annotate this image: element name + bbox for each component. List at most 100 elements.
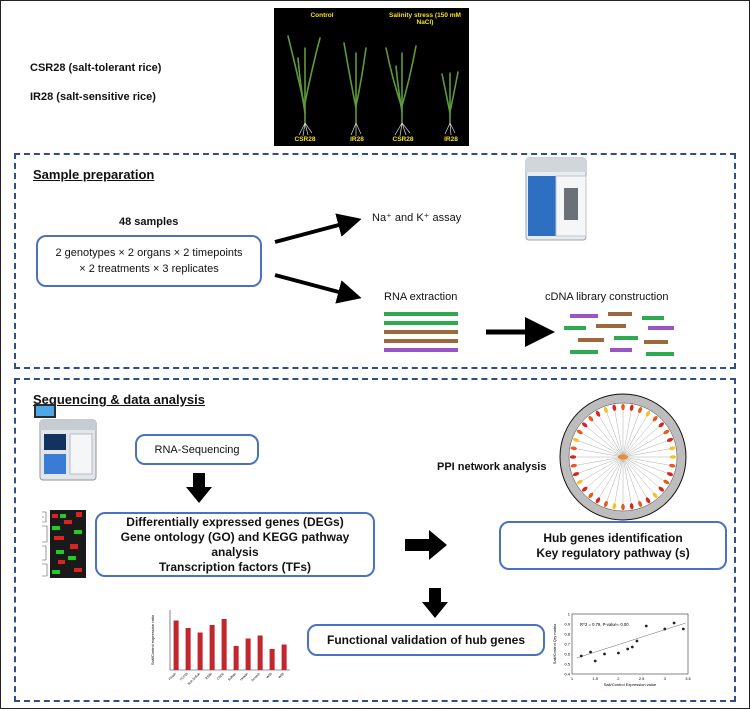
scatter-point: [635, 639, 639, 643]
ppi-edge: [614, 407, 624, 458]
bar: [221, 619, 227, 670]
bar-category-label: Sub ZnSub: [187, 672, 201, 686]
ppi-node: [570, 446, 577, 451]
ppi-edge: [622, 424, 662, 458]
scatter-frame: [571, 613, 689, 675]
ppi-edge: [622, 413, 649, 458]
scatter-x-tick: 1.5: [592, 676, 598, 681]
rna-strands-graphic: [384, 312, 458, 352]
ppi-edge: [573, 456, 624, 466]
ppi-node: [612, 503, 617, 510]
design-line-1: 2 genotypes × 2 organs × 2 timepoints: [55, 247, 243, 259]
ppi-edge: [579, 431, 624, 458]
ppi-node: [658, 486, 665, 492]
ppi-node: [645, 410, 651, 417]
scatter-y-label: Salt/Control Qry matrix: [552, 624, 557, 664]
na-k-assay-label: Na⁺ and K⁺ assay: [372, 212, 462, 224]
deg-analysis-box: Differentially expressed genes (DEGs) Ge…: [95, 512, 375, 577]
scatter-point: [603, 652, 606, 656]
ppi-node: [570, 463, 577, 468]
ppi-edge: [622, 456, 632, 507]
scatter-x-tick: 1: [571, 676, 574, 681]
cdna-fragments-graphic: [564, 312, 674, 356]
bar: [173, 620, 179, 670]
ppi-node: [669, 463, 676, 468]
ppi-node: [629, 503, 634, 510]
down-arrow-to-degs: [186, 473, 212, 503]
scatter-point: [630, 645, 634, 649]
bar: [233, 646, 239, 670]
ppi-edge: [622, 418, 656, 458]
rice-seedling-photo: Control Salinity stress (150 mM NaCl) CS…: [274, 8, 469, 146]
scatter-x-label: Salt/Control Expression value: [604, 682, 657, 687]
ppi-edge: [622, 456, 671, 475]
ppi-node: [572, 472, 580, 477]
scatter-point: [672, 621, 676, 625]
hub-genes-box: Hub genes identification Key regulatory …: [499, 521, 727, 570]
ppi-edge: [573, 448, 624, 458]
ppi-node: [621, 403, 625, 411]
ppi-node: [581, 422, 588, 428]
bar-category-label: Sulfate: [227, 672, 237, 682]
ppi-edge: [605, 409, 624, 458]
ppi-network-label: PPI network analysis: [437, 461, 547, 473]
ppi-node: [638, 500, 643, 508]
ppi-edge: [590, 456, 624, 496]
heatmap-icon: [42, 510, 86, 578]
ppi-node: [638, 406, 643, 414]
ppi-edge: [605, 456, 624, 505]
ppi-edge: [590, 418, 624, 458]
ppi-edge: [622, 456, 656, 496]
scatter-y-tick: 0.7: [564, 642, 570, 647]
scatter-trendline: [576, 622, 686, 659]
plant-label-1: CSR28: [294, 136, 316, 143]
ppi-node: [652, 415, 658, 422]
bar: [197, 632, 203, 670]
functional-validation-label: Functional validation of hub genes: [326, 633, 525, 647]
ppi-edge: [622, 439, 671, 458]
deg-line-2: Gene ontology (GO) and KEGG pathway anal…: [120, 529, 350, 559]
scatter-y-tick: 0.6: [564, 652, 570, 657]
ppi-node: [595, 497, 601, 504]
ppi-edge: [622, 456, 649, 501]
ppi-node: [576, 429, 583, 435]
ppi-edge: [622, 456, 667, 483]
ppi-edge: [597, 456, 624, 501]
scatter-point: [644, 624, 648, 628]
ppi-edge: [622, 456, 673, 466]
deg-line-3: Transcription factors (TFs): [158, 559, 312, 574]
sequencer-icon: [34, 404, 97, 481]
deg-line-1: Differentially expressed genes (DEGs): [126, 514, 344, 529]
cdna-library-label: cDNA library construction: [545, 291, 669, 303]
rna-sequencing-label: RNA-Sequencing: [154, 443, 240, 456]
ppi-edge: [622, 448, 673, 458]
ion-analyzer-instrument-icon: [525, 157, 587, 241]
scatter-point: [593, 659, 597, 663]
plant-label-2: IR28: [350, 136, 364, 143]
rna-extraction-label: RNA extraction: [384, 291, 458, 303]
ppi-node: [663, 429, 670, 435]
ppi-node: [663, 479, 670, 485]
rice-plants-illustration: [287, 35, 459, 137]
bar: [185, 628, 191, 670]
ppi-node: [645, 497, 651, 504]
ppi-node: [581, 486, 588, 492]
scatter-point: [589, 650, 592, 654]
sequencing-analysis-panel: [14, 378, 736, 702]
ppi-network-graph: [559, 393, 687, 521]
salinity-stress-label: Salinity stress (150 mM NaCl): [389, 12, 461, 26]
ppi-edge: [622, 456, 641, 505]
genotype-csr28-label: CSR28 (salt-tolerant rice): [30, 62, 162, 74]
scatter-point: [626, 647, 630, 651]
ppi-node: [603, 500, 608, 508]
ppi-node: [621, 503, 625, 511]
right-arrow-to-hub: [405, 530, 447, 560]
scatter-y-tick: 0.5: [564, 662, 570, 667]
scatter-point: [617, 651, 620, 655]
rna-sequencing-box: RNA-Sequencing: [135, 434, 259, 465]
sample-preparation-panel: [14, 153, 736, 369]
bar-category-label: W28: [277, 672, 285, 680]
design-line-2: × 2 treatments × 3 replicates: [79, 263, 219, 275]
